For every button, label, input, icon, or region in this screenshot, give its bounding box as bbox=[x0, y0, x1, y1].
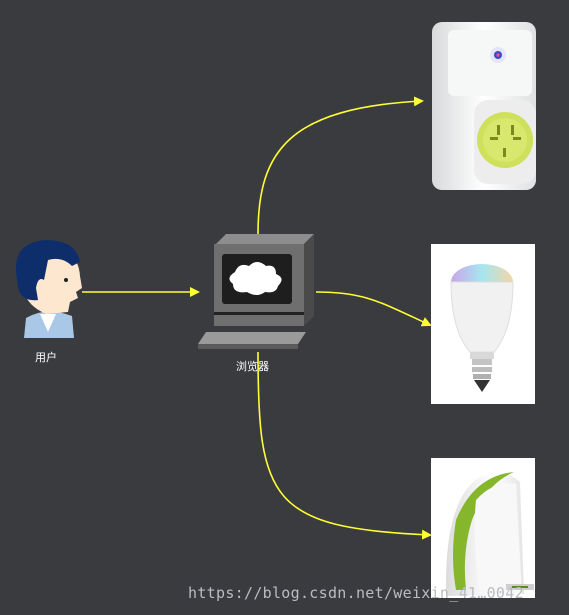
user-label: 用户 bbox=[35, 351, 57, 364]
air-sensor-icon bbox=[431, 458, 535, 598]
arrow-browser-to-bulb bbox=[315, 291, 432, 327]
smart-bulb-icon bbox=[431, 244, 535, 404]
smart-plug-icon bbox=[432, 22, 536, 190]
browser-label: 浏览器 bbox=[236, 360, 269, 373]
arrow-browser-to-sensor bbox=[257, 351, 432, 540]
user-avatar-icon bbox=[15, 240, 82, 338]
browser-computer-icon bbox=[198, 234, 314, 349]
arrow-browser-to-plug bbox=[257, 96, 424, 235]
watermark-text: https://blog.csdn.net/weixin_41…0042 bbox=[188, 584, 524, 602]
